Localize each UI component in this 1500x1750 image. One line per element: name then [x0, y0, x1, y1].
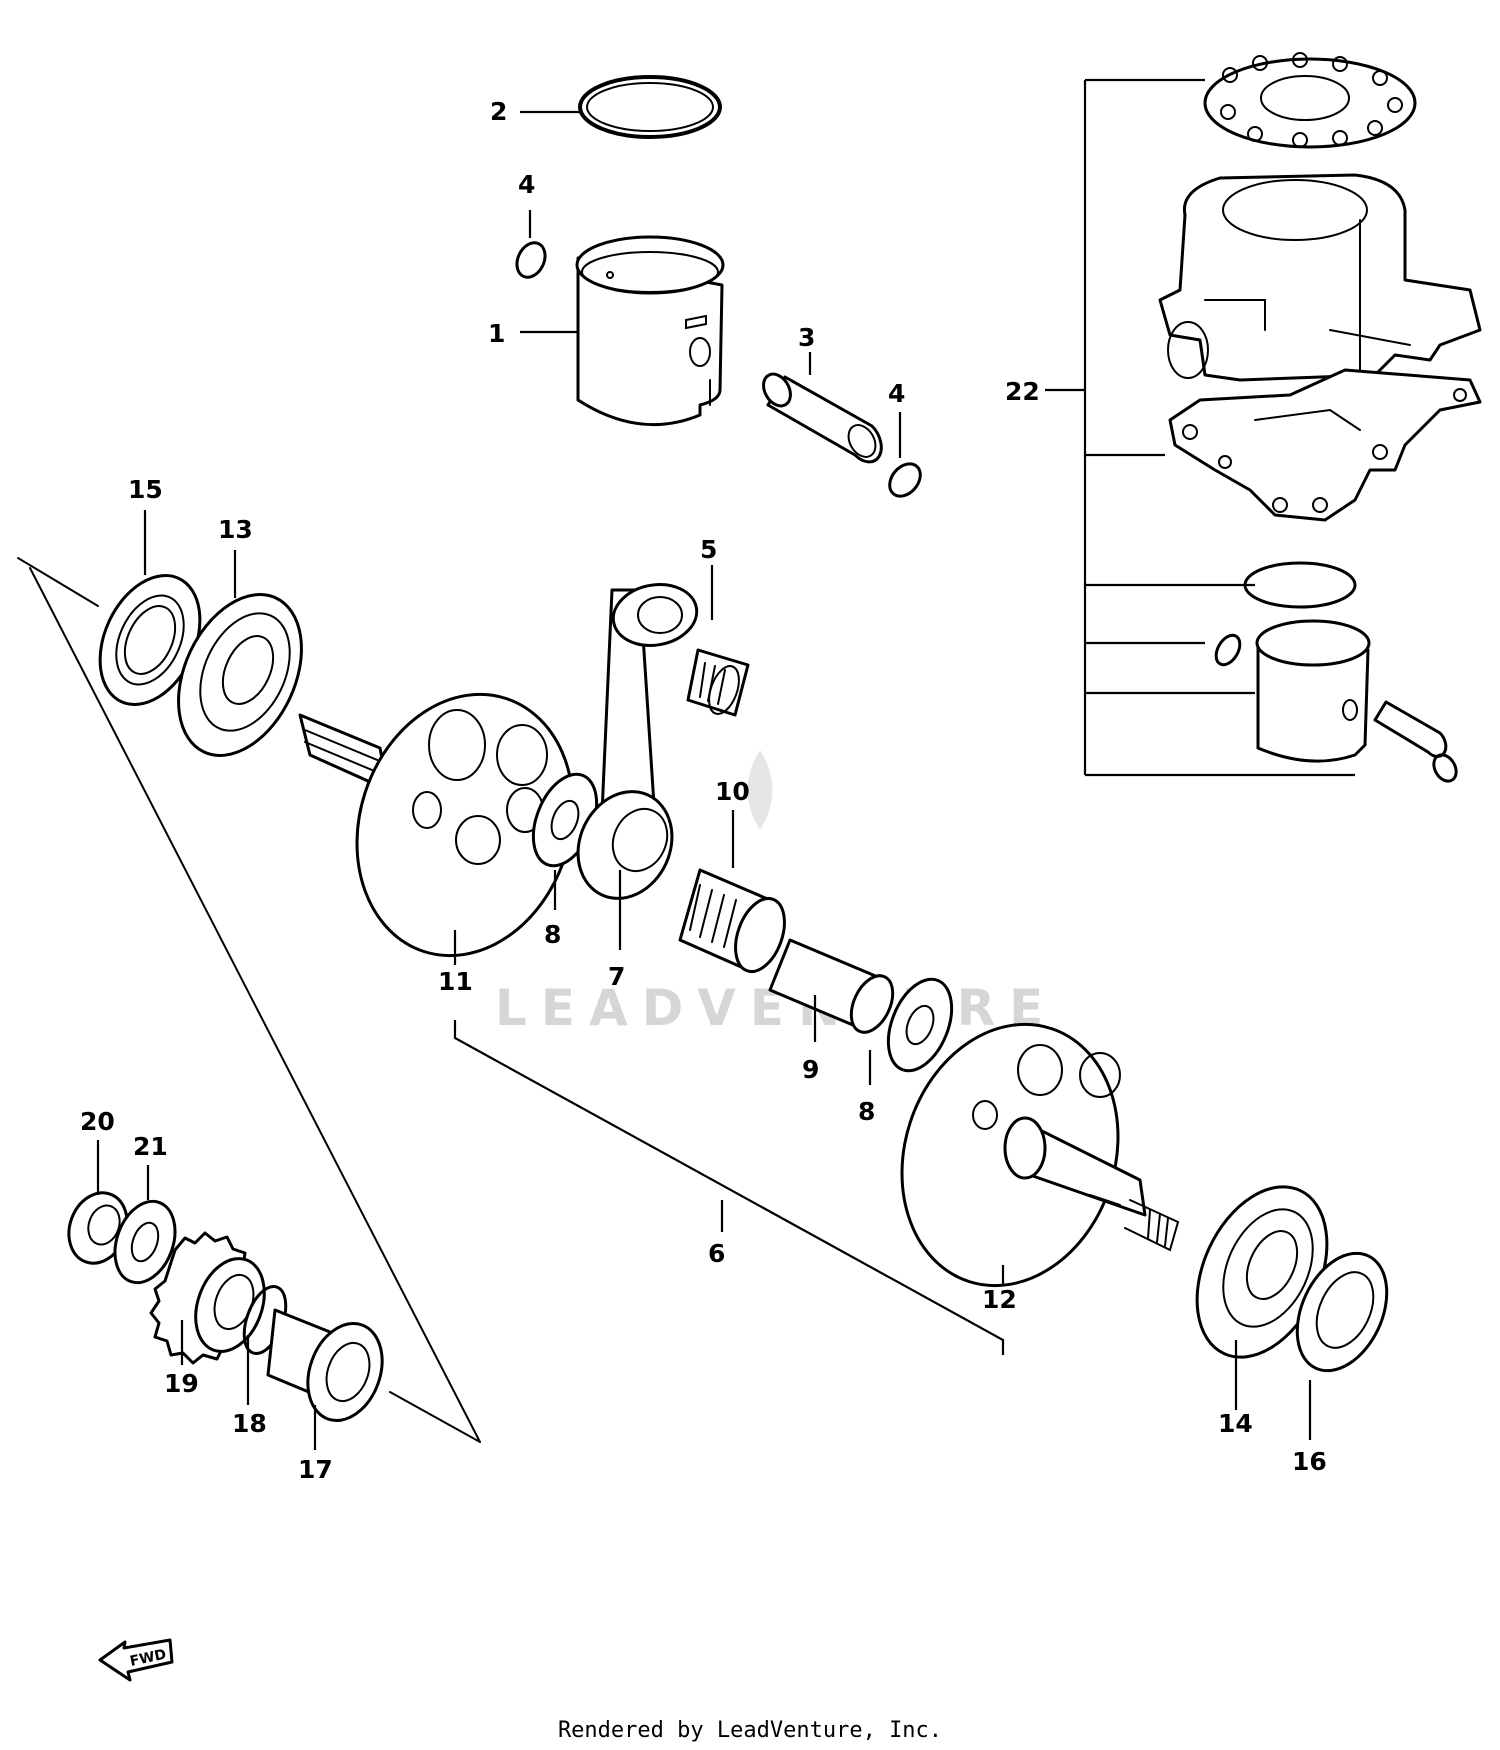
callout-15: 15 [128, 475, 163, 504]
callout-1: 1 [488, 319, 505, 348]
bearing-right [1195, 1185, 1329, 1359]
callout-4b: 4 [888, 379, 905, 408]
piston-ring [578, 75, 722, 139]
thrust-washer-lower [886, 977, 954, 1073]
oil-seal-right [1295, 1251, 1389, 1373]
callout-4: 4 [518, 170, 535, 199]
callout-3: 3 [798, 323, 815, 352]
bearing-left [177, 593, 303, 757]
small-end-bearing [686, 648, 750, 717]
callout-8b: 8 [858, 1097, 875, 1126]
crank-frame-lines [17, 557, 481, 1443]
piston [575, 235, 725, 427]
render-credit: Rendered by LeadVenture, Inc. [557, 1718, 943, 1743]
kit-piston [1255, 619, 1371, 763]
crankshaft-assy-bracket [453, 1020, 1005, 1355]
callout-16: 16 [1292, 1447, 1327, 1476]
callout-7: 7 [608, 962, 625, 991]
primary-drive-gear [149, 1231, 266, 1365]
callout-19: 19 [164, 1369, 199, 1398]
cylinder [1158, 173, 1482, 391]
oil-seal-left [98, 574, 202, 706]
callout-20: 20 [80, 1107, 115, 1136]
washer [113, 1199, 177, 1285]
callout-21: 21 [133, 1132, 168, 1161]
callout-13: 13 [218, 515, 253, 544]
fwd-arrow-icon: FWD [98, 1638, 174, 1682]
callout-5: 5 [700, 535, 717, 564]
callout-12: 12 [982, 1285, 1017, 1314]
cylinder-head-gasket [1203, 52, 1417, 149]
piston-pin [762, 372, 883, 464]
spacer [266, 1308, 384, 1422]
callout-22: 22 [1005, 377, 1040, 406]
kit-piston-pin [1373, 700, 1458, 783]
cylinder-kit-bracket [1045, 78, 1355, 777]
callout-8: 8 [544, 920, 561, 949]
connecting-rod [576, 583, 699, 900]
callout-17: 17 [298, 1455, 333, 1484]
kit-circlip [1214, 633, 1242, 667]
big-end-bearing [678, 868, 786, 973]
crank-half-right [900, 1022, 1180, 1288]
cylinder-base-gasket [1168, 368, 1482, 522]
callout-10: 10 [715, 777, 750, 806]
callout-11: 11 [438, 967, 473, 996]
crank-pin [768, 938, 895, 1034]
crank-half-left [298, 692, 575, 958]
svg-text:FWD: FWD [129, 1647, 168, 1670]
leader-lines [96, 110, 1312, 1450]
callout-18: 18 [232, 1409, 267, 1438]
callout-9: 9 [802, 1055, 819, 1084]
callout-2: 2 [490, 97, 507, 126]
circlip-lower [888, 462, 922, 498]
circlip-upper [515, 241, 547, 279]
callout-6: 6 [708, 1239, 725, 1268]
callout-labels: 1 2 3 4 4 5 6 7 8 8 9 10 11 12 13 14 15 … [80, 97, 1327, 1484]
callout-14: 14 [1218, 1409, 1253, 1438]
kit-piston-ring [1243, 561, 1357, 609]
